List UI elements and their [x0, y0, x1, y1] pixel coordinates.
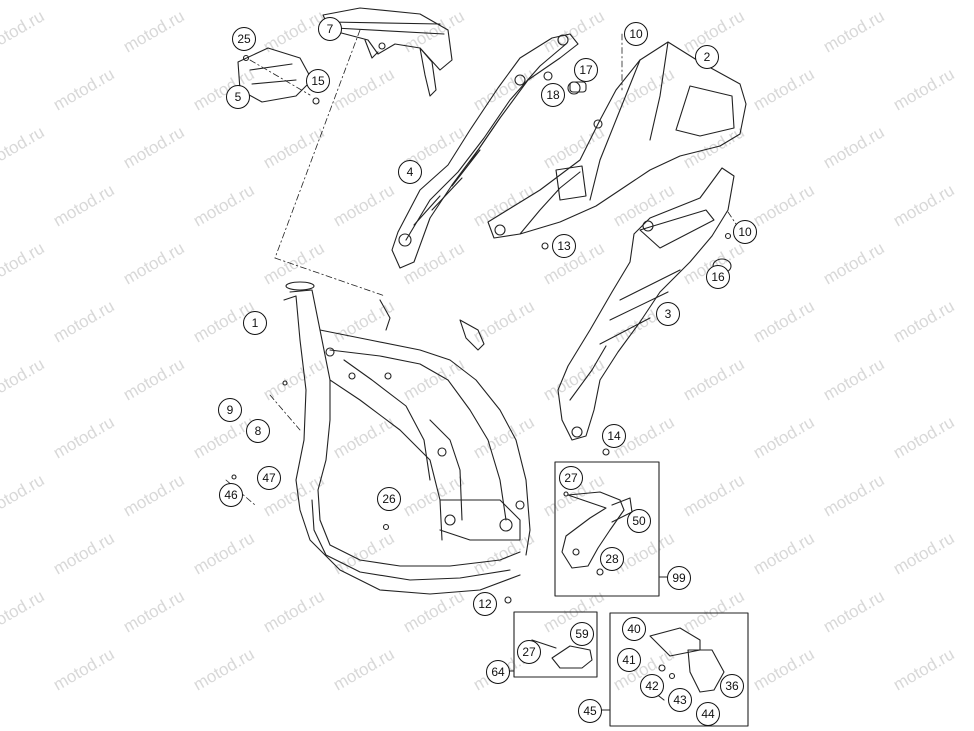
guide-lines [225, 29, 741, 506]
callout-9: 9 [218, 398, 242, 422]
callout-15: 15 [306, 69, 330, 93]
part-3-side-panel [557, 167, 735, 441]
callout-43: 43 [668, 688, 692, 712]
callout-14: 14 [602, 424, 626, 448]
part-4-subframe-rail [391, 33, 579, 269]
callout-3: 3 [656, 302, 680, 326]
callout-17: 17 [574, 58, 598, 82]
part-2-subframe-upper [487, 41, 747, 239]
part-12-nut [504, 596, 512, 604]
callout-45: 45 [578, 699, 602, 723]
callout-10: 10 [624, 22, 648, 46]
callout-2: 2 [695, 45, 719, 69]
callout-36: 36 [720, 674, 744, 698]
callout-50: 50 [627, 509, 651, 533]
callout-99: 99 [667, 566, 691, 590]
part-10-screw [724, 232, 732, 240]
callout-64: 64 [486, 660, 510, 684]
callout-46: 46 [219, 483, 243, 507]
part-7-upper-bracket [322, 7, 453, 97]
callout-27: 27 [517, 640, 541, 664]
callout-41: 41 [617, 648, 641, 672]
callout-47: 47 [257, 466, 281, 490]
callout-59: 59 [570, 622, 594, 646]
part-17-18-bushings [541, 81, 587, 250]
part-9-bolt [282, 380, 288, 386]
callout-16: 16 [706, 265, 730, 289]
callout-44: 44 [696, 702, 720, 726]
callout-13: 13 [552, 234, 576, 258]
part-1-main-frame [283, 281, 531, 595]
kit-99-box [554, 461, 669, 597]
callout-10: 10 [733, 220, 757, 244]
part-26-screw [382, 523, 390, 531]
callout-27: 27 [559, 466, 583, 490]
callout-28: 28 [600, 547, 624, 571]
part-46-bolt [231, 474, 237, 480]
callout-18: 18 [541, 83, 565, 107]
callout-1: 1 [243, 311, 267, 335]
kit-45-box [600, 612, 749, 727]
callout-8: 8 [246, 419, 270, 443]
callout-42: 42 [640, 674, 664, 698]
callout-12: 12 [473, 592, 497, 616]
callout-25: 25 [232, 27, 256, 51]
part-14-nut [602, 448, 610, 456]
callout-7: 7 [318, 17, 342, 41]
callout-26: 26 [377, 487, 401, 511]
callout-4: 4 [398, 160, 422, 184]
callout-5: 5 [226, 85, 250, 109]
callout-40: 40 [622, 617, 646, 641]
